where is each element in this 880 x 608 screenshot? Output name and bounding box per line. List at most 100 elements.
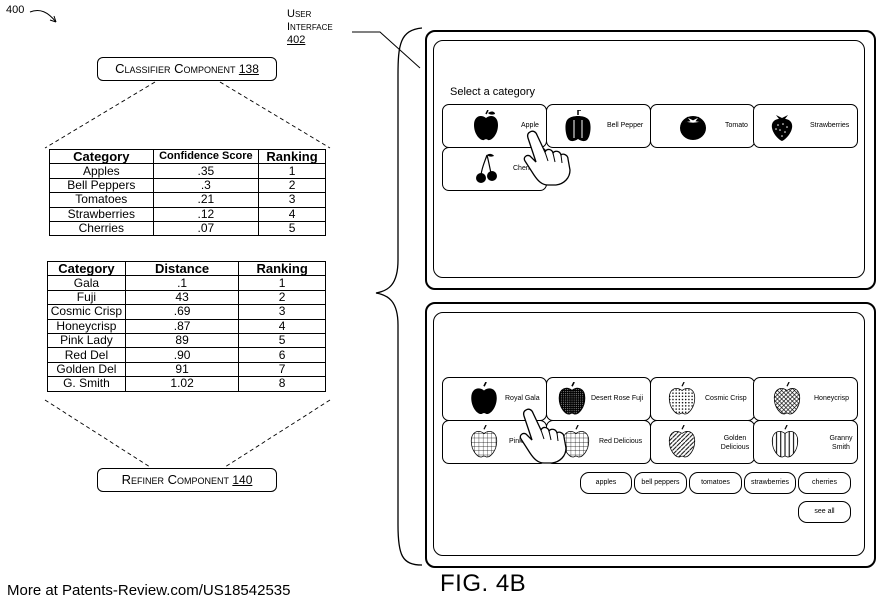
cherries-icon [476,153,497,183]
cell: 4 [238,318,326,334]
refiner-label: Refiner Component [121,472,230,487]
tile-label: Red Delicious [599,438,643,445]
header-ranking: Ranking [258,148,326,165]
cell: .90 [124,347,240,363]
cell: Red Del [47,347,126,363]
cell: 1 [258,163,326,179]
category-tile-bell-pepper[interactable]: Bell Pepper [546,104,651,148]
cell: 1.02 [124,376,240,392]
cell: 91 [124,361,240,378]
table-header-row: Category Distance Ranking [47,260,326,277]
tile-label: Royal Gala [505,395,540,402]
cell: 2 [258,177,326,194]
cell: Strawberries [49,206,154,222]
apple-icon [771,425,799,458]
filter-pill-strawberries[interactable]: strawberries [744,472,796,494]
cell: Cherries [49,220,154,237]
cell: 7 [238,361,326,378]
tile-label: Honeycrisp [814,395,850,402]
header-ranking: Ranking [238,260,326,277]
bottom-screen [433,312,865,556]
cell: 3 [258,192,326,208]
apple-icon [773,382,801,415]
tomato-icon [680,116,706,140]
cell: .69 [124,304,240,320]
cell: Bell Peppers [49,177,154,194]
cell: Tomatoes [49,192,154,208]
ui-label: User Interface 402 [287,8,333,47]
top-device-frame [425,30,876,290]
apple-icon [668,425,696,458]
header-distance: Distance [124,260,240,277]
cell: G. Smith [47,376,126,392]
tile-label: Pink [509,438,523,445]
tile-label: Desert Rose Fuji [591,395,644,402]
tile-label: Golden Delicious [720,435,750,451]
cell: 5 [238,332,326,349]
refiner-ref: 140 [232,473,253,487]
dashed-outline [44,81,331,468]
variety-tile-golden-delicious[interactable]: Golden Delicious [650,420,755,464]
cell: .87 [124,318,240,334]
apple-icon [558,382,586,415]
top-screen [433,40,865,278]
header-category: Category [47,260,126,277]
curly-brace [375,27,423,566]
cell: 5 [258,220,326,237]
cell: .1 [124,275,240,291]
see-all-button[interactable]: see all [798,501,851,523]
apple-icon [470,425,498,458]
ui-label-leader [352,31,421,69]
apple-icon [471,382,497,414]
classifier-ref: 138 [238,62,259,76]
filter-pill-apples[interactable]: apples [580,472,632,494]
variety-tile-royal-gala[interactable]: Royal Gala [442,377,547,421]
cell: .35 [152,163,260,179]
classifier-label: Classifier Component [115,61,236,76]
cell: 89 [124,332,240,349]
strawberry-icon [771,115,793,141]
cell: 1 [238,275,326,291]
variety-tile-honeycrisp[interactable]: Honeycrisp [753,377,858,421]
classifier-component: Classifier Component 138 [97,57,277,81]
cell: 8 [238,376,326,392]
filter-pill-tomatoes[interactable]: tomatoes [689,472,742,494]
filter-pill-bell-peppers[interactable]: bell peppers [634,472,687,494]
cell: 6 [238,347,326,363]
hand-pointer-icon [523,130,571,186]
category-tile-tomato[interactable]: Tomato [650,104,755,148]
cell: .21 [152,192,260,208]
cell: Apples [49,163,154,179]
category-tile-strawberries[interactable]: Strawberries [753,104,858,148]
tile-label: Strawberries [810,122,850,129]
cell: Golden Del [47,361,126,378]
cell: 4 [258,206,326,222]
confidence-table: Category Confidence Score Ranking Apples… [49,148,326,237]
footer-source: More at Patents-Review.com/US18542535 [7,582,291,599]
hand-pointer-icon [519,408,567,464]
cell: 3 [238,304,326,320]
figure-ref: 400 [6,4,25,16]
tile-label: Tomato [725,122,748,129]
variety-tile-cosmic-crisp[interactable]: Cosmic Crisp [650,377,755,421]
cell: Cosmic Crisp [47,304,126,320]
bottom-device-frame [425,302,876,568]
apple-icon [668,382,696,415]
cell: .12 [152,206,260,222]
tile-label: Bell Pepper [607,122,644,129]
cell: Honeycrisp [47,318,126,334]
variety-tile-granny-smith[interactable]: Granny Smith [753,420,858,464]
filter-pill-cherries[interactable]: cherries [798,472,851,494]
bell-pepper-icon [565,110,591,142]
cell: Pink Lady [47,332,126,349]
